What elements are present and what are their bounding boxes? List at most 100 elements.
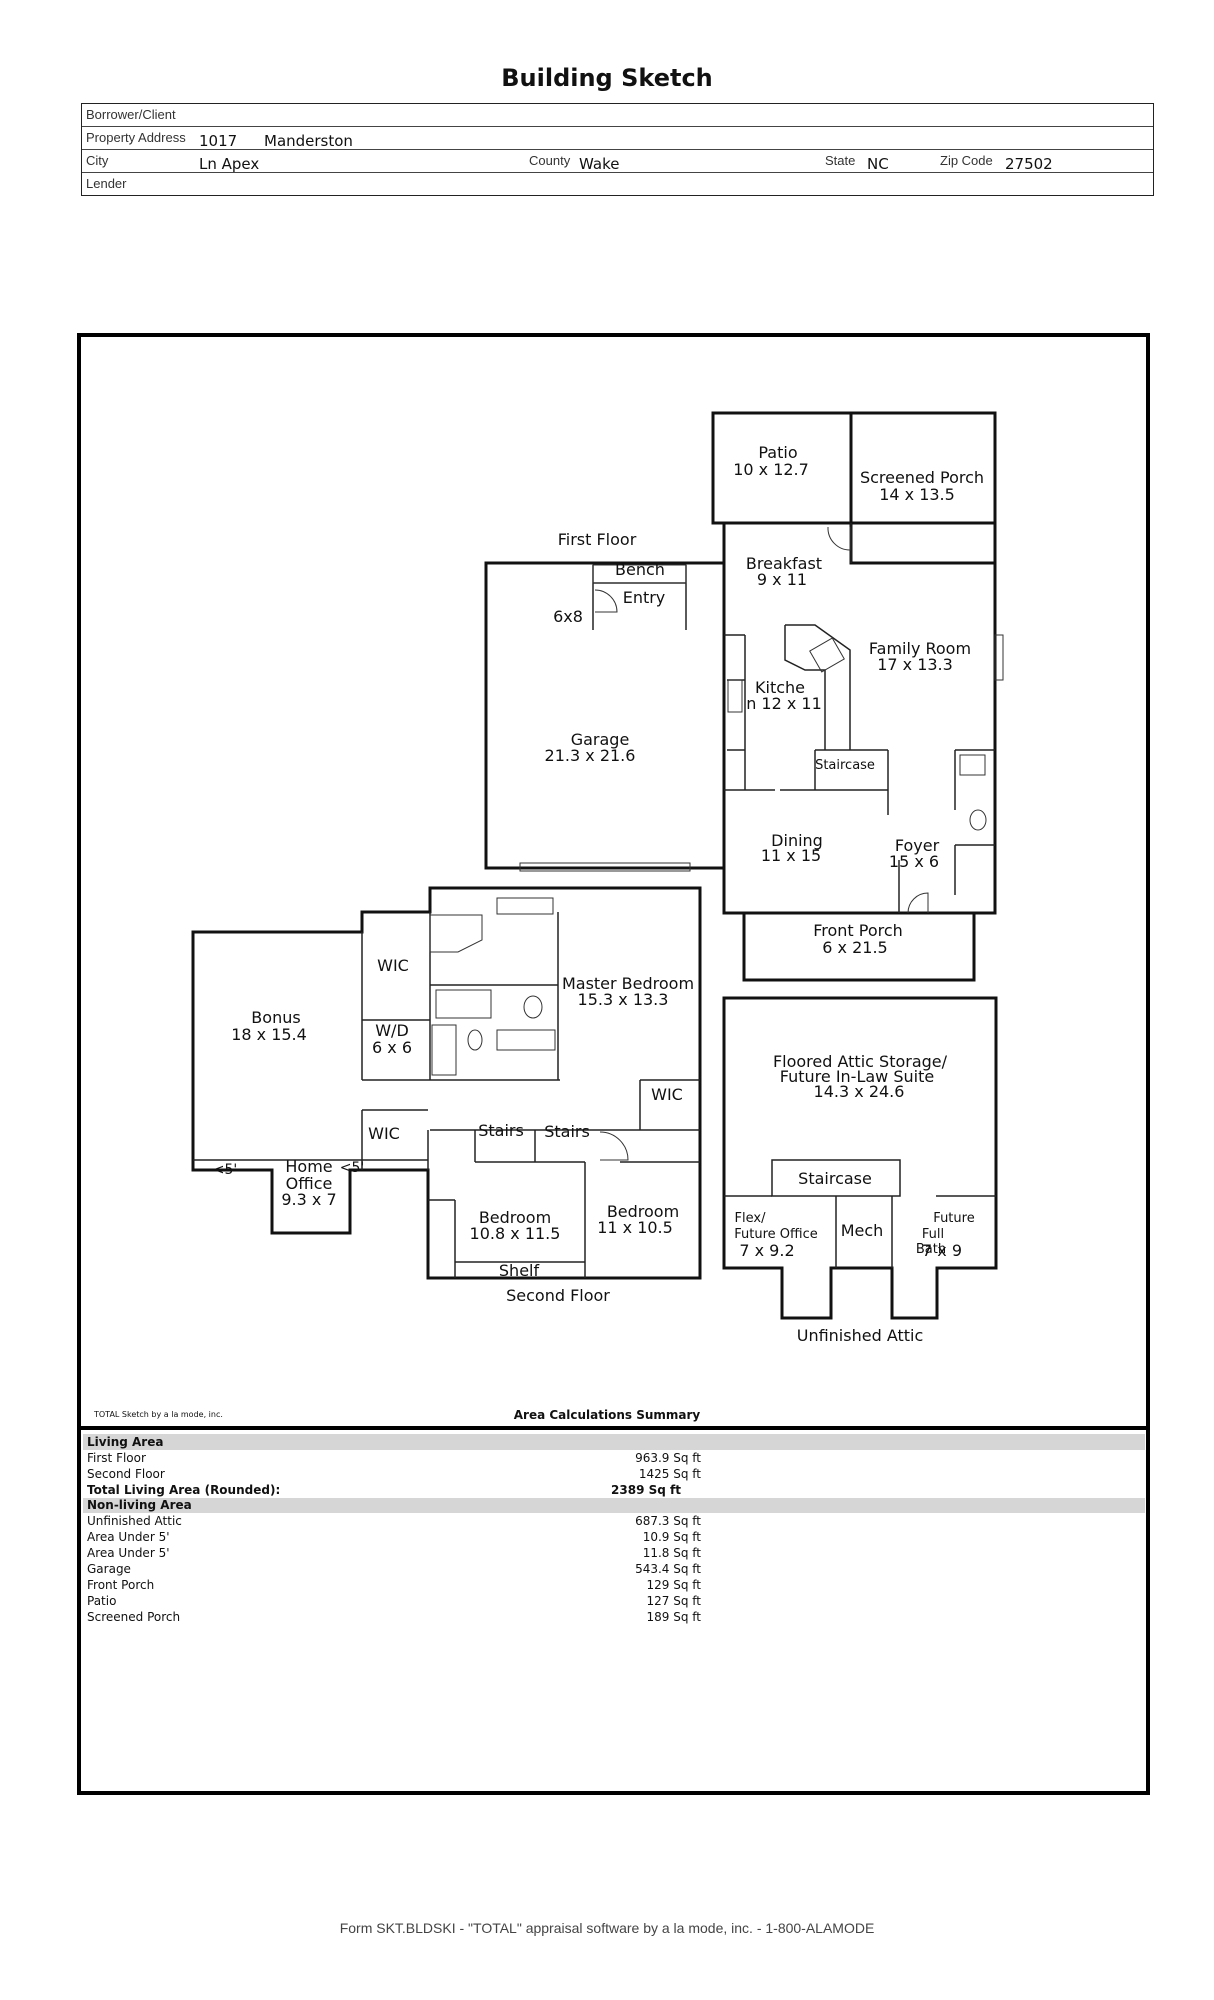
bedroom-1-dim: 10.8 x 11.5 [470,1224,561,1243]
sketch-frame [77,333,1150,1795]
breakfast-name: Breakfast [746,554,822,573]
toilet-icon-2 [523,995,543,1019]
flex-name-1: Flex/ [735,1211,767,1226]
sink-icon-2 [959,754,986,776]
borrower-label: Borrower/Client [86,107,176,122]
shelf-label: Shelf [499,1261,540,1280]
six-by-eight-label: 6x8 [553,607,583,626]
stairs-label-2: Stairs [544,1122,590,1141]
fixtures [429,526,1004,1161]
area-value: 543.4 Sq ft [635,1562,701,1576]
area-value: 189 Sq ft [646,1610,702,1624]
dining-name: Dining [771,831,823,850]
area-value: 963.9 Sq ft [635,1451,701,1465]
door-swing-icon-2 [827,526,851,551]
attic-storage-name-1: Floored Attic Storage/ [773,1052,948,1071]
zip-label: Zip Code [940,153,993,168]
flex-name-2: Future Office [734,1227,817,1242]
staircase-label-2: Staircase [798,1169,872,1188]
flex-dim: 7 x 9.2 [739,1241,794,1260]
attic-label: Unfinished Attic [797,1326,924,1345]
bedroom-2-dim: 11 x 10.5 [597,1218,673,1237]
room-labels: First Floor Second Floor Unfinished Atti… [213,443,984,1345]
area-label: Front Porch [87,1578,155,1592]
screened-porch-outline [849,411,997,565]
address-number: 1017 [199,132,238,150]
area-value: 10.9 Sq ft [642,1530,701,1544]
office-name-2: Office [286,1174,333,1193]
county-value: Wake [579,155,620,173]
bonus-name: Bonus [251,1008,300,1027]
zip-value: 27502 [1005,155,1053,173]
garage-outline [484,561,726,870]
area-value: 1425 Sq ft [638,1467,701,1481]
table-row: Area Under 5'11.8 Sq ft [83,1545,1145,1561]
county-label: County [529,153,571,168]
patio-name: Patio [758,443,797,462]
garage-door-icon [519,862,691,872]
lender-row: Lender [82,173,1153,195]
wic-label-2: WIC [651,1085,683,1104]
mech-label: Mech [841,1221,884,1240]
living-area-header: Living Area [83,1434,1145,1450]
area-value: 127 Sq ft [646,1594,702,1608]
area-summary-title: Area Calculations Summary [513,1408,701,1422]
attic-storage-dim: 14.3 x 24.6 [814,1082,905,1101]
software-credit: TOTAL Sketch by a la mode, inc. [94,1410,223,1419]
table-row: Garage 543.4 Sq ft [83,1561,1145,1577]
total-living-row: Total Living Area (Rounded): 2389 Sq ft [83,1482,1145,1498]
page-title: Building Sketch [501,64,713,92]
attic-outline [722,996,998,1320]
toilet-icon [969,809,987,831]
wd-dim: 6 x 6 [372,1038,412,1057]
summary-divider [77,1426,1150,1430]
borrower-row: Borrower/Client [82,104,1153,127]
area-label: Garage [87,1562,131,1576]
under5-label-1: <5' [213,1162,238,1178]
sink-icon [809,637,845,673]
vanity-icon [496,897,554,915]
bedroom-1-name: Bedroom [479,1208,551,1227]
wic-label-1: WIC [377,956,409,975]
entry-label: Entry [623,588,666,607]
kitchen-dim: n 12 x 11 [746,694,822,713]
front-porch-dim: 6 x 21.5 [822,938,887,957]
patio-dim: 10 x 12.7 [733,460,809,479]
family-room-dim: 17 x 13.3 [877,655,953,674]
stairs-label-1: Stairs [478,1121,524,1140]
address-label: Property Address [86,130,186,145]
dining-dim: 11 x 15 [761,846,821,865]
second-floor-outline [191,886,702,1280]
table-row: Area Under 5'10.9 Sq ft [83,1529,1145,1545]
area-label: Second Floor [87,1467,165,1481]
bench-label: Bench [615,560,665,579]
form-footer: Form SKT.BLDSKI - "TOTAL" appraisal soft… [339,1920,875,1936]
screened-porch-name: Screened Porch [860,468,984,487]
garage-dim: 21.3 x 21.6 [545,746,636,765]
first-floor-label: First Floor [558,530,637,549]
office-dim: 9.3 x 7 [281,1190,336,1209]
kitchen-name: Kitche [755,678,805,697]
vanity-icon-2 [496,1029,556,1051]
toilet-icon-3 [467,1029,483,1051]
total-living-label: Total Living Area (Rounded): [87,1483,281,1497]
wic-label-3: WIC [368,1124,400,1143]
office-name-1: Home [285,1157,332,1176]
future-bath-dim: 7 x 9 [922,1241,962,1260]
fireplace-icon [994,634,1004,681]
door-swing-icon-3 [907,892,929,914]
property-info-table: Borrower/Client Property Address 1017 Ma… [81,103,1154,196]
state-label: State [825,153,856,168]
foyer-name: Foyer [895,836,940,855]
area-value: 129 Sq ft [646,1578,702,1592]
address-row: Property Address 1017 Manderston [82,127,1153,150]
shower-icon [431,1024,457,1076]
foyer-dim: 15 x 6 [889,852,939,871]
